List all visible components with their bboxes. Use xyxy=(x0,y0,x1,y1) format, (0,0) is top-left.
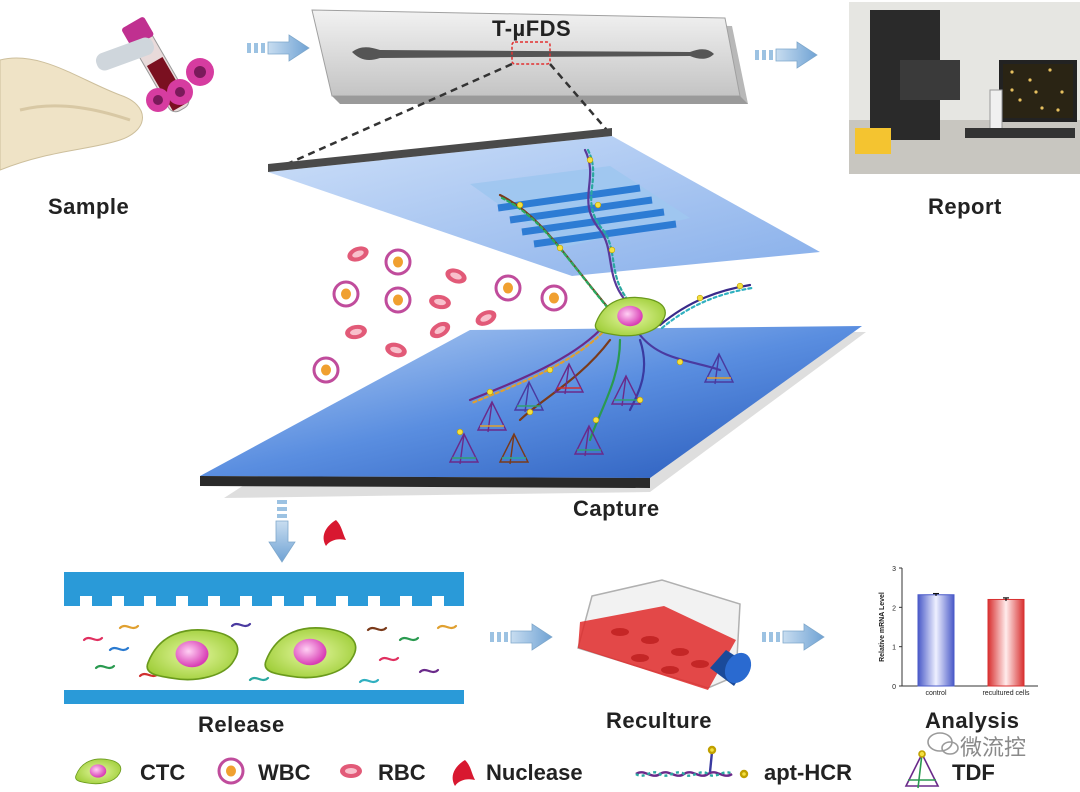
device-chip xyxy=(311,9,748,104)
released-ctc-2 xyxy=(264,627,357,679)
culture-flask xyxy=(577,579,752,690)
apt-hcr-strands xyxy=(468,148,754,442)
y-tick-label: 0 xyxy=(892,684,896,691)
y-tick-label: 1 xyxy=(892,645,896,652)
released-ctc-1 xyxy=(146,629,239,681)
device-label: T-µFDS xyxy=(492,16,572,41)
analysis-label: Analysis xyxy=(925,708,1020,733)
legend-icons xyxy=(75,745,940,789)
legend-apt-hcr-label: apt-HCR xyxy=(764,760,852,785)
arrow-sample-to-device xyxy=(246,34,310,62)
capture-label: Capture xyxy=(573,496,660,521)
legend-nuclease-icon xyxy=(452,760,475,786)
legend-ctc-icon xyxy=(75,758,122,785)
y-axis-label: Relative mRNA Level xyxy=(879,592,886,662)
zoom-line-right xyxy=(549,63,613,137)
legend-rbc-icon xyxy=(340,764,362,778)
legend-wbc-icon xyxy=(217,757,245,785)
bar-recultured-cells xyxy=(987,598,1025,687)
category-label: control xyxy=(925,690,946,697)
legend-wbc-label: WBC xyxy=(258,760,311,785)
y-tick-label: 3 xyxy=(892,566,896,573)
report-label: Report xyxy=(928,194,1002,219)
category-label: recultured cells xyxy=(982,690,1030,697)
bar-control xyxy=(917,594,955,687)
watermark-text: 微流控 xyxy=(960,736,1027,761)
nuclease-marker xyxy=(323,520,346,546)
watermark-logo-icon xyxy=(927,732,959,755)
legend-tdf-icon xyxy=(904,750,940,789)
arrow-release-to-reculture xyxy=(489,623,553,651)
legend-nuclease-label: Nuclease xyxy=(486,760,583,785)
released-strand-fragments xyxy=(82,622,458,684)
arrow-device-to-report xyxy=(754,41,818,69)
arrow-capture-to-release xyxy=(268,499,296,563)
sample-label: Sample xyxy=(48,194,130,219)
release-label: Release xyxy=(198,712,285,737)
capture-top-plate xyxy=(268,128,820,276)
reculture-label: Reculture xyxy=(606,708,712,733)
legend-apt-hcr-icon xyxy=(635,745,749,779)
sample-photo xyxy=(0,0,234,172)
y-tick-label: 2 xyxy=(892,605,896,612)
legend-rbc-label: RBC xyxy=(378,760,426,785)
arrow-reculture-to-analysis xyxy=(761,623,825,651)
report-photo xyxy=(849,2,1080,174)
zoom-line-left xyxy=(277,62,513,170)
release-channel xyxy=(64,572,464,704)
strand-dots xyxy=(456,156,744,436)
legend-ctc-label: CTC xyxy=(140,760,186,785)
legend-tdf-label: TDF xyxy=(952,760,995,785)
